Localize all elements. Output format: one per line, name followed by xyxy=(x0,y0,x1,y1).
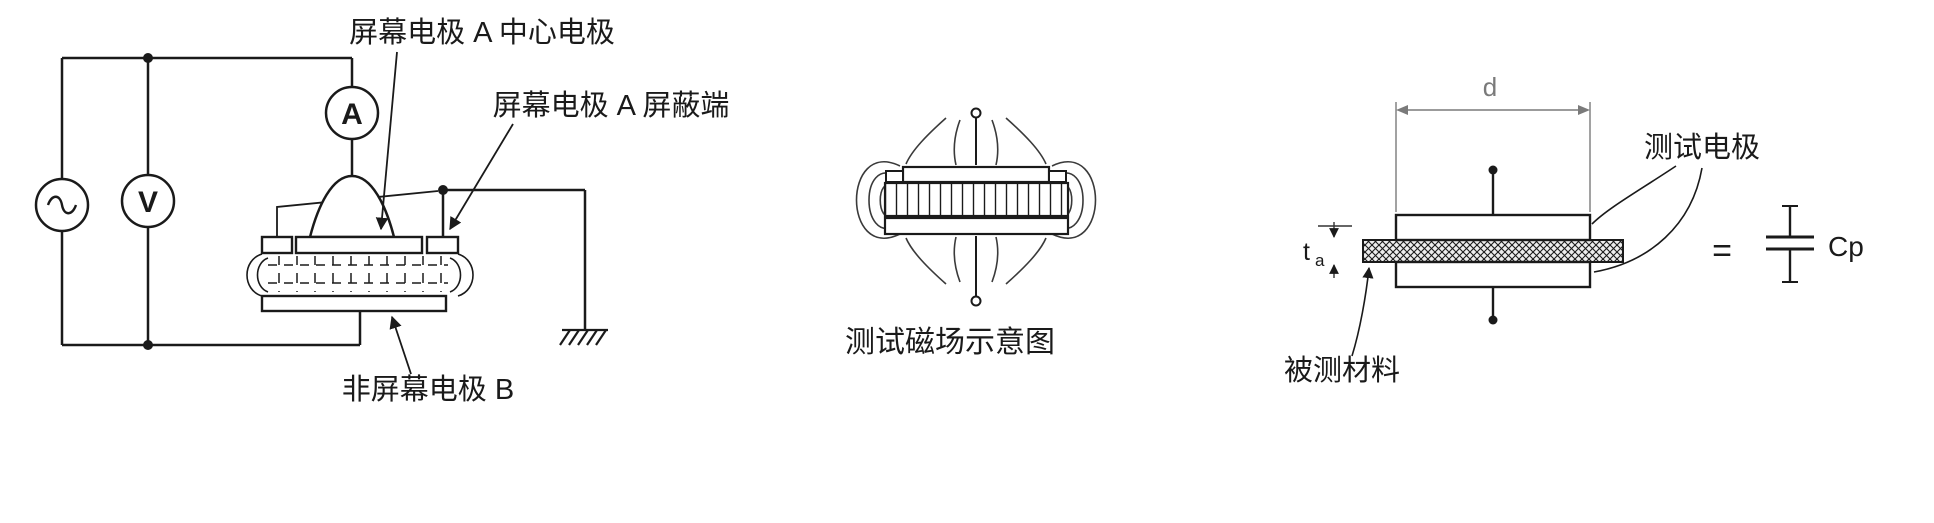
test-electrode-leaders xyxy=(1591,165,1703,273)
fixture-guard-tab-right xyxy=(1048,170,1067,183)
label-shield-end: 屏幕电极 A 屏蔽端 xyxy=(493,89,730,122)
dimension-d xyxy=(1395,102,1591,212)
center-electrode xyxy=(294,235,424,255)
capacitor-icon xyxy=(1766,205,1814,283)
bottom-terminal-node xyxy=(1488,315,1498,325)
material-leader xyxy=(1351,266,1374,357)
equals-sign: = xyxy=(1712,232,1732,270)
fixture-top-plate xyxy=(901,165,1051,184)
top-terminal-node xyxy=(970,107,982,119)
non-screen-electrode-plate xyxy=(260,294,448,313)
sine-wave-icon xyxy=(46,195,78,215)
electrode-capacitance-diagram: d t a 测试电极 被测材料 = xyxy=(1284,72,1864,387)
junction-dot xyxy=(438,185,448,195)
circuit-leader-lines xyxy=(375,51,514,375)
ground-icon xyxy=(559,328,608,346)
dimension-ta xyxy=(1318,222,1352,278)
guard-electrode-right xyxy=(425,235,460,255)
thickness-label-sub: a xyxy=(1315,251,1325,270)
dielectric-field-region xyxy=(246,253,474,297)
circuit-diagram: V A xyxy=(34,16,730,406)
voltmeter-symbol: V xyxy=(120,173,176,229)
label-material-under-test: 被测材料 xyxy=(1284,354,1400,387)
capacitor-label: Cp xyxy=(1828,231,1864,262)
label-test-electrode: 测试电极 xyxy=(1644,131,1760,164)
dimension-d-label: d xyxy=(1483,72,1497,102)
sample-under-test xyxy=(1362,239,1624,263)
junction-dot xyxy=(143,53,153,63)
test-electrode-bottom xyxy=(1394,260,1592,289)
top-terminal-node xyxy=(1488,165,1498,175)
thickness-label-base: t xyxy=(1303,238,1310,266)
ac-source-symbol xyxy=(34,177,90,233)
fixture-sample-slab xyxy=(883,181,1070,218)
field-diagram: 测试磁场示意图 xyxy=(845,107,1097,359)
field-diagram-caption: 测试磁场示意图 xyxy=(845,326,1055,359)
ammeter-symbol: A xyxy=(324,85,380,141)
test-electrode-top xyxy=(1394,213,1592,242)
fixture-bottom-plate xyxy=(883,216,1070,236)
label-center-electrode: 屏幕电极 A 中心电极 xyxy=(349,16,615,49)
ammeter-letter: A xyxy=(341,98,363,131)
guard-electrode-left xyxy=(260,235,294,255)
voltmeter-letter: V xyxy=(138,186,158,219)
fixture-guard-tab-left xyxy=(885,170,904,183)
junction-dot xyxy=(143,340,153,350)
label-non-screen-electrode: 非屏幕电极 B xyxy=(342,373,514,406)
bottom-terminal-node xyxy=(970,295,982,307)
